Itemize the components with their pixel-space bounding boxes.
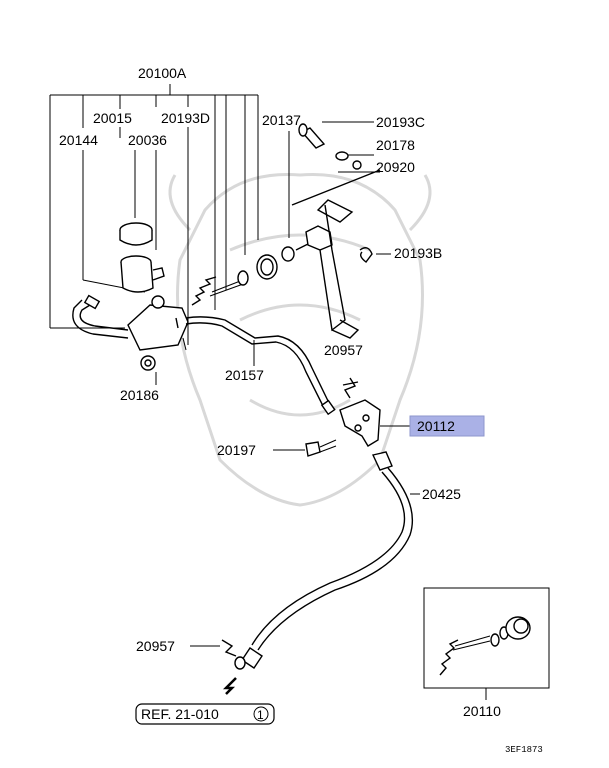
clutch-hose xyxy=(190,451,420,695)
watermark xyxy=(168,172,432,507)
hose-bracket xyxy=(339,377,410,447)
label-20157: 20157 xyxy=(225,367,264,383)
repair-kit-inset xyxy=(423,587,550,700)
reservoir xyxy=(119,222,165,293)
label-20112: 20112 xyxy=(417,418,455,434)
pedal-clevis xyxy=(291,121,381,339)
push-rod xyxy=(191,239,317,306)
label-20015: 20015 xyxy=(93,110,132,126)
label-20197: 20197 xyxy=(217,442,256,458)
label-20920: 20920 xyxy=(376,159,415,175)
label-20110: 20110 xyxy=(463,703,501,719)
reference-number: 1 xyxy=(257,708,264,722)
bolt xyxy=(273,439,337,457)
assembly-bracket xyxy=(49,84,290,345)
label-20144: 20144 xyxy=(59,132,98,148)
clutch-pipe xyxy=(185,316,336,416)
label-20100A: 20100A xyxy=(138,65,187,81)
label-20193D: 20193D xyxy=(161,110,210,126)
leader-lines xyxy=(155,121,372,385)
label-20193C: 20193C xyxy=(376,114,425,130)
label-20178: 20178 xyxy=(376,137,415,153)
label-20036: 20036 xyxy=(128,132,167,148)
clevis-pin-parts xyxy=(298,123,391,263)
label-20137: 20137 xyxy=(262,112,301,128)
reference-label: REF. 21-010 xyxy=(141,706,219,722)
label-20957-lower: 20957 xyxy=(136,638,175,654)
label-20193B: 20193B xyxy=(394,245,442,261)
label-20425: 20425 xyxy=(422,486,461,502)
label-20186: 20186 xyxy=(120,387,159,403)
reference-box[interactable]: REF. 21-010 1 xyxy=(135,703,275,725)
label-20957-upper: 20957 xyxy=(324,342,363,358)
master-cylinder xyxy=(72,294,189,371)
diagram-code: 3EF1873 xyxy=(505,745,543,755)
highlight-20112 xyxy=(409,415,485,437)
